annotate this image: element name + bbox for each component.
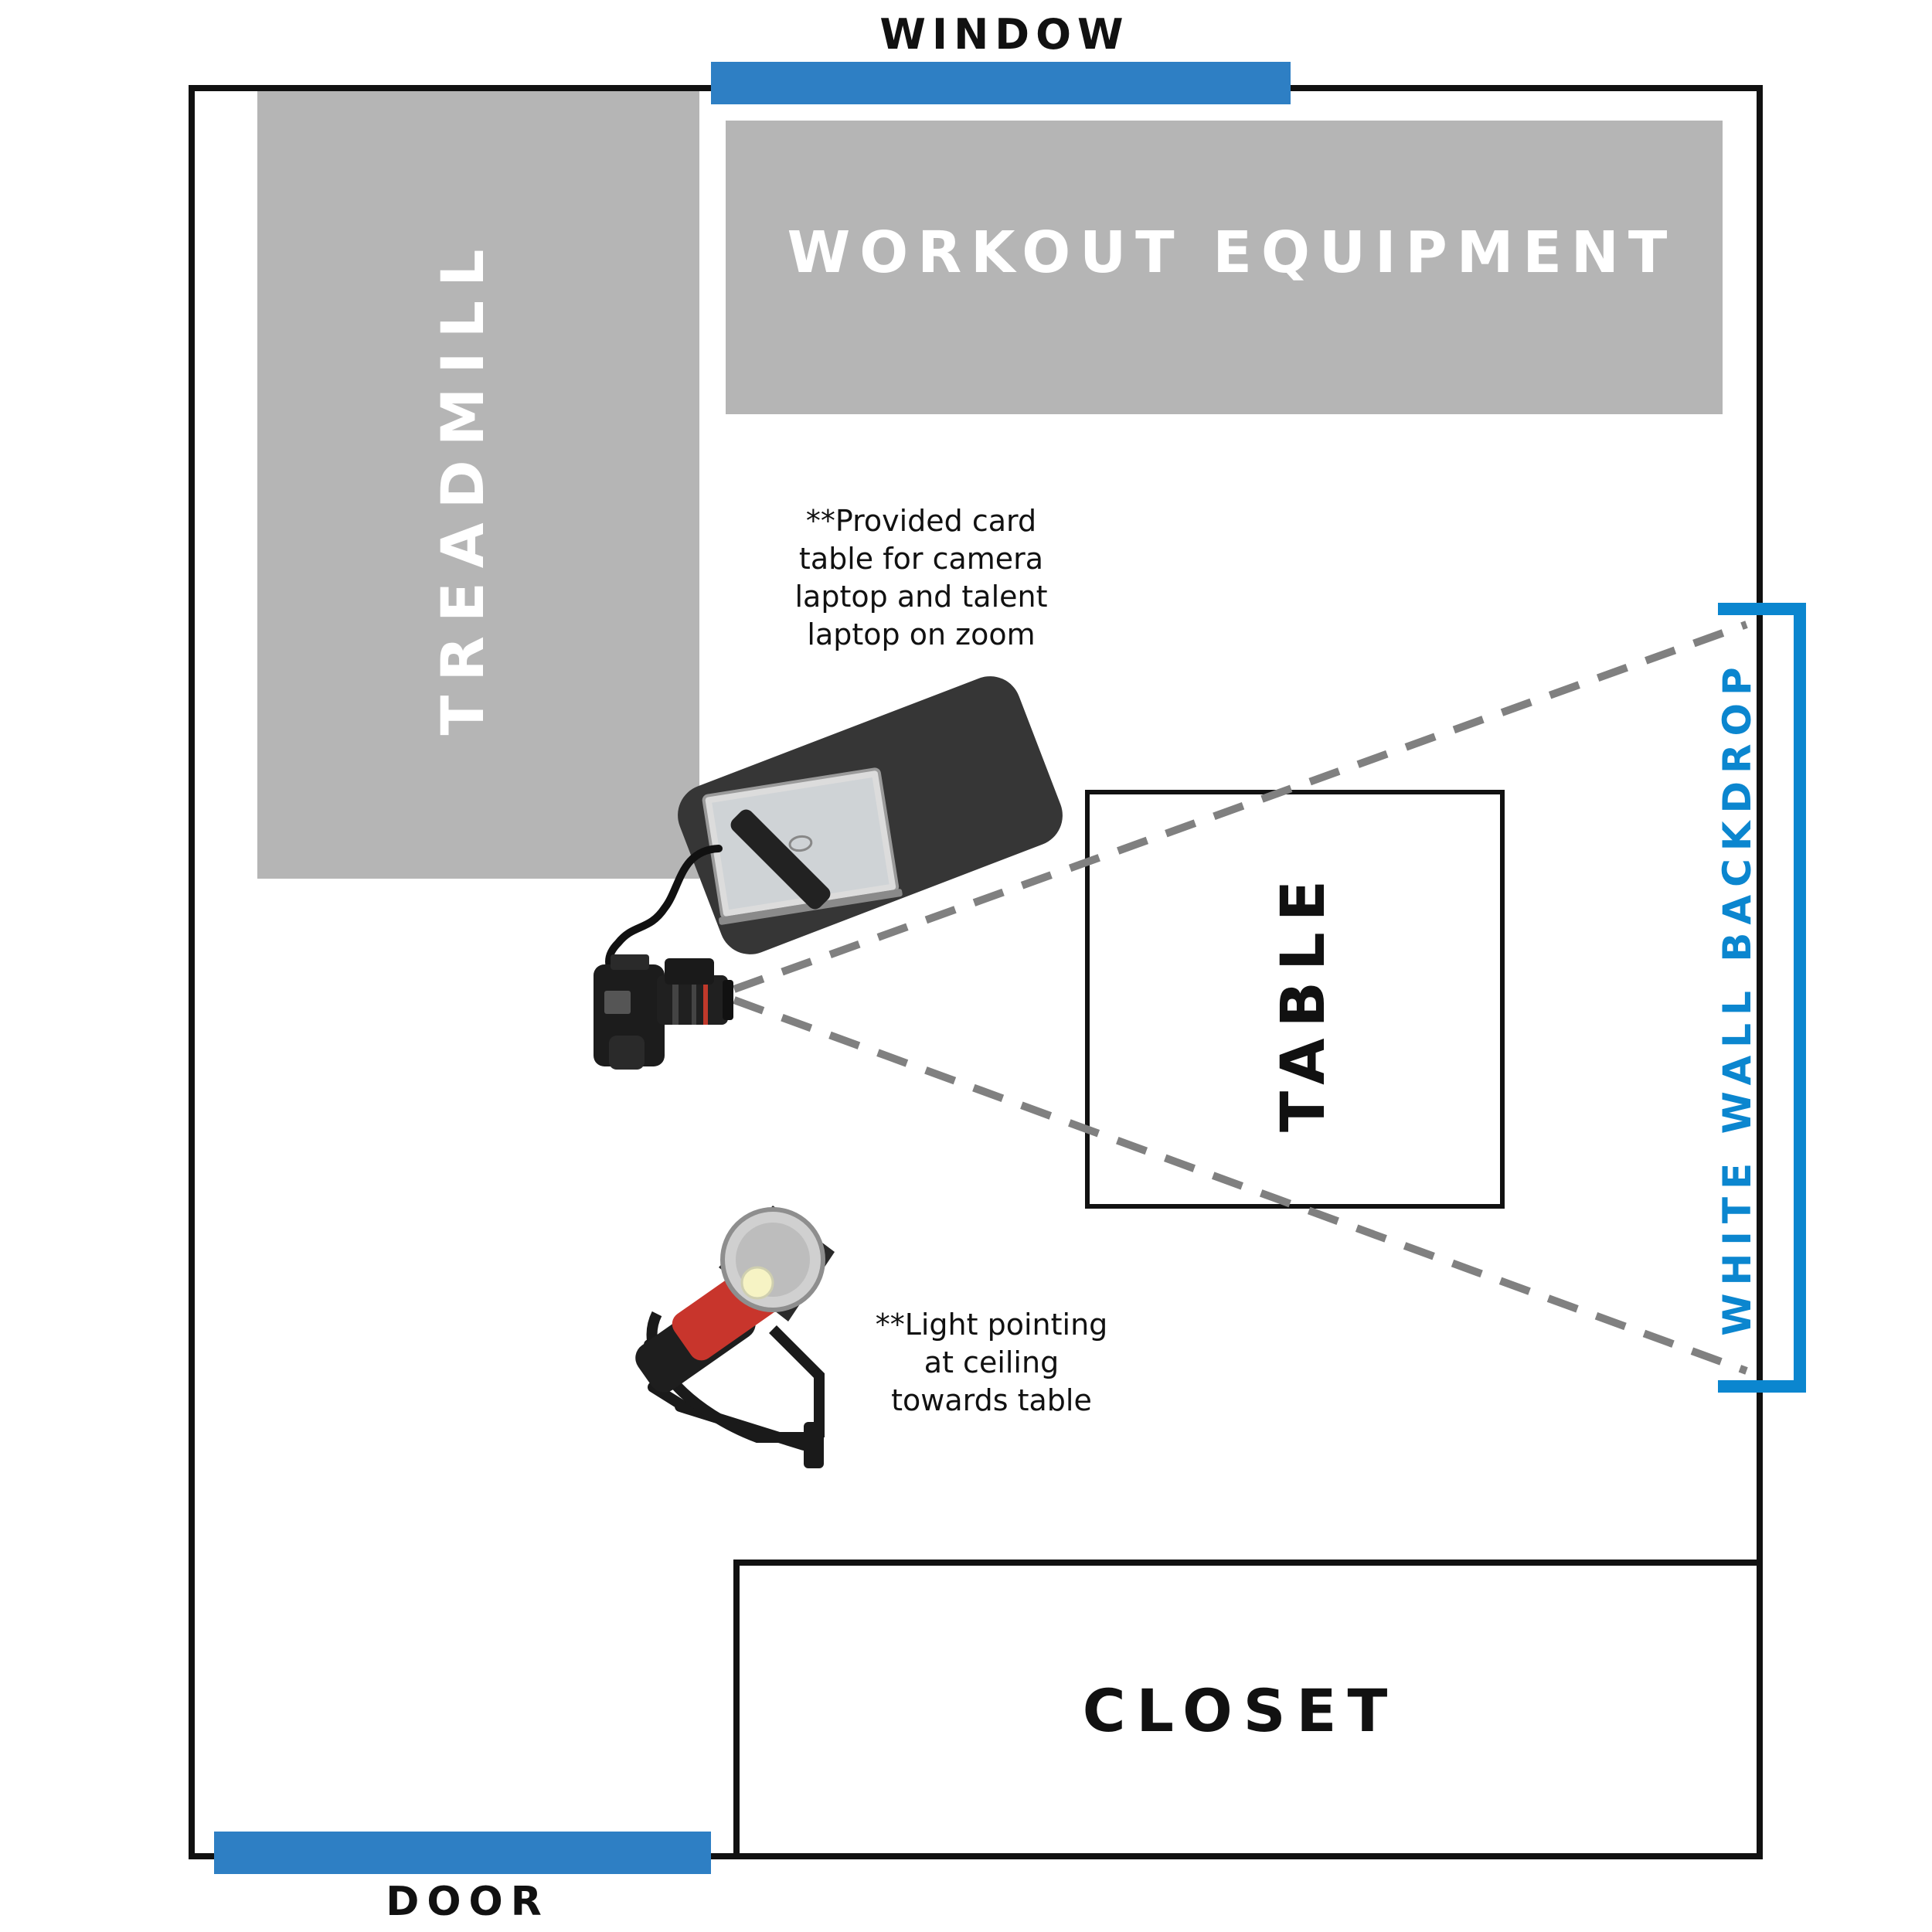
card-table-note-line: **Provided card	[806, 504, 1036, 538]
studio-light-icon	[635, 809, 835, 1468]
light-note-line: at ceiling	[924, 1345, 1059, 1379]
window	[711, 62, 1291, 104]
closet	[733, 1560, 1763, 1859]
window-label: WINDOW	[879, 10, 1129, 59]
treadmill	[257, 91, 699, 879]
camera-icon	[594, 954, 733, 1070]
door	[214, 1832, 711, 1874]
door-label: DOOR	[386, 1879, 549, 1925]
closet-label: CLOSET	[1083, 1676, 1399, 1745]
light-note-line: towards table	[891, 1383, 1092, 1417]
workout-equipment-label: WORKOUT EQUIPMENT	[787, 219, 1677, 286]
workout-equipment	[726, 121, 1723, 414]
light-note-line: **Light pointing	[876, 1308, 1108, 1342]
card-table-note: **Provided card table for camera laptop …	[795, 504, 1048, 651]
sightline-upper	[733, 621, 1748, 993]
table	[1085, 790, 1505, 1209]
card-table-note-line: table for camera	[799, 542, 1043, 576]
white-wall-backdrop	[1718, 603, 1806, 1393]
treadmill-label: TREADMILL	[428, 236, 497, 736]
light-note: **Light pointing at ceiling towards tabl…	[876, 1308, 1108, 1417]
table-label: TABLE	[1269, 869, 1338, 1132]
camera-cable	[605, 845, 723, 981]
backdrop-label: WHITE WALL BACKDROP	[1715, 659, 1760, 1335]
sightline-lower	[733, 996, 1748, 1375]
card-table-note-line: laptop and talent	[795, 580, 1048, 614]
card-table-note-line: laptop on zoom	[807, 617, 1035, 651]
